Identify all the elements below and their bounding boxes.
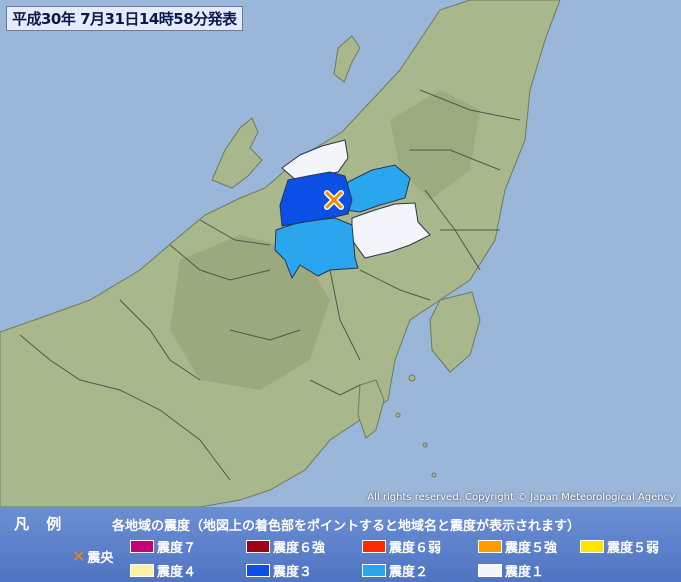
legend-item-label: 震度６弱 <box>389 541 442 556</box>
terrain-shading <box>390 90 480 200</box>
legend-swatch <box>478 564 502 577</box>
legend-item-intensity-6-lower: 震度６弱 <box>362 537 441 556</box>
legend-item-label: 震度５強 <box>505 541 558 556</box>
legend-item-label: 震度６強 <box>273 541 326 556</box>
legend-item-label: 震度７ <box>157 541 197 556</box>
legend-item-intensity-1: 震度１ <box>478 561 544 580</box>
island <box>422 442 428 448</box>
region-intensity-2[interactable] <box>274 217 359 280</box>
legend-item-label: 震度５弱 <box>607 541 660 556</box>
legend-item-label: 震度４ <box>157 565 197 580</box>
legend-item-intensity-3: 震度３ <box>246 561 312 580</box>
landmass-boso <box>429 291 481 373</box>
legend-item-intensity-2: 震度２ <box>362 561 428 580</box>
legend-item-intensity-4: 震度４ <box>130 561 196 580</box>
legend-panel: 凡 例 各地域の震度（地図上の着色部をポイントすると地域名と震度が表示されます）… <box>0 507 681 582</box>
legend-swatch <box>580 540 604 553</box>
legend-caption: 各地域の震度（地図上の着色部をポイントすると地域名と震度が表示されます） <box>112 519 581 534</box>
prefecture-borders <box>19 89 521 481</box>
landmass-sado <box>333 35 361 83</box>
landmass-izu <box>357 379 385 439</box>
region-intensity-1[interactable] <box>351 202 431 259</box>
island <box>395 412 401 418</box>
legend-swatch <box>362 540 386 553</box>
legend-item-intensity-5-lower: 震度５弱 <box>580 537 659 556</box>
copyright-notice: All rights reserved. Copyright © Japan M… <box>367 492 675 503</box>
legend-epicenter: ✕震央 <box>72 547 113 566</box>
island <box>408 374 416 382</box>
legend-item-intensity-5-upper: 震度５強 <box>478 537 557 556</box>
intensity-map[interactable]: 平成30年 7月31日14時58分発表 All rights reserved.… <box>0 0 681 507</box>
legend-item-label: 震度２ <box>389 565 429 580</box>
x-mark-icon: ✕ <box>72 547 86 566</box>
announcement-timestamp: 平成30年 7月31日14時58分発表 <box>6 6 243 31</box>
legend-item-intensity-6-upper: 震度６強 <box>246 537 325 556</box>
legend-title: 凡 例 <box>14 515 68 533</box>
region-intensity-3[interactable] <box>279 171 353 227</box>
legend-swatch <box>246 540 270 553</box>
map-svg <box>0 0 561 507</box>
island <box>431 472 437 478</box>
legend-item-label: 震度１ <box>505 565 545 580</box>
legend-swatch <box>130 540 154 553</box>
legend-swatch <box>130 564 154 577</box>
legend-swatch <box>478 540 502 553</box>
legend-item-label: 震度３ <box>273 565 313 580</box>
legend-item-intensity-7: 震度７ <box>130 537 196 556</box>
region-intensity-2[interactable] <box>344 164 411 213</box>
legend-epicenter-label: 震央 <box>87 551 114 566</box>
legend-swatch <box>362 564 386 577</box>
epicenter-x-mark-icon <box>324 190 344 210</box>
landmass-noto <box>211 117 263 189</box>
legend-swatch <box>246 564 270 577</box>
